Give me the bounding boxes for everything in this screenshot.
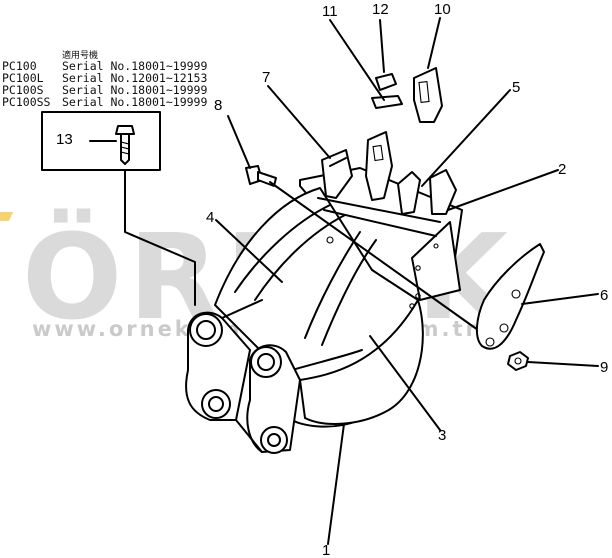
side-protector-6 [476,243,545,350]
callout-5: 5 [512,79,520,96]
callout-7: 7 [262,69,270,86]
side-cutter-7 [321,149,353,199]
model-pc100l: PC100L [2,71,44,85]
callout-4: 4 [206,209,214,226]
boss-top-left [189,313,223,347]
model-pc100ss: PC100SS [2,95,51,109]
leader-7 [267,85,331,159]
inset-box [41,111,161,171]
leader-11 [329,19,385,101]
leader-8 [227,115,251,169]
callout-3: 3 [438,427,446,444]
callout-11: 11 [322,3,338,20]
callout-13: 13 [56,131,73,148]
hole-e [326,236,334,244]
hole-b [415,293,421,299]
hole-a [415,265,421,271]
leader-5 [421,89,511,187]
pin-12 [375,73,397,91]
wear-strip-4-inner [254,214,346,301]
callout-numbers: 11 12 10 7 5 8 13 2 4 6 9 3 1 [56,1,608,558]
leader-2 [447,169,559,211]
serial-pc100s: Serial No.18001~19999 [62,83,207,97]
leader-9 [527,361,599,367]
leader-lines [215,17,599,545]
model-pc100s: PC100S [2,83,44,97]
callout-1: 1 [322,542,330,558]
bolt-13-part [115,125,135,165]
tooth-adapter-right [429,169,457,215]
hole-c [409,303,415,309]
leader-3 [369,335,441,431]
tooth-adapter-left [365,131,393,201]
wear-strip-3-inner [321,239,377,346]
boss-bottom-left [201,389,231,419]
callout-6: 6 [600,287,608,304]
bottom-edge-line [291,349,363,371]
boss-top-right [250,346,282,378]
linkage-bosses [185,299,301,454]
applicability-table: 適用号機 PC100 Serial No.18001~19999 PC100L … [2,49,207,109]
leader-10 [427,17,441,69]
watermark-accent-right [0,212,14,221]
model-pc100: PC100 [2,59,37,73]
wear-strip-4-outer [234,204,331,293]
inset-bolt-13 [41,111,196,306]
serial-pc100l: Serial No.12001~12153 [62,71,207,85]
nut-9 [507,351,529,371]
boss-bottom-right [260,426,288,454]
hole-d [433,243,439,249]
callout-10: 10 [434,1,451,18]
teeth [321,67,457,215]
callout-8: 8 [214,97,222,114]
leader-1 [327,423,345,545]
bucket-body [214,167,463,428]
tooth-adapter-mid [397,171,421,215]
leader-6 [521,293,599,305]
connector-13 [124,169,196,306]
serial-pc100ss: Serial No.18001~19999 [62,95,207,109]
cutting-edge [317,197,441,237]
bolt-8-axis [269,181,479,331]
applicability-heading: 適用号機 [62,49,98,61]
lock-11 [371,95,403,109]
leader-12 [379,19,385,73]
leader-4 [215,219,283,283]
callout-9: 9 [600,359,608,376]
callout-12: 12 [372,1,389,18]
callout-2: 2 [558,161,566,178]
serial-pc100: Serial No.18001~19999 [62,59,207,73]
